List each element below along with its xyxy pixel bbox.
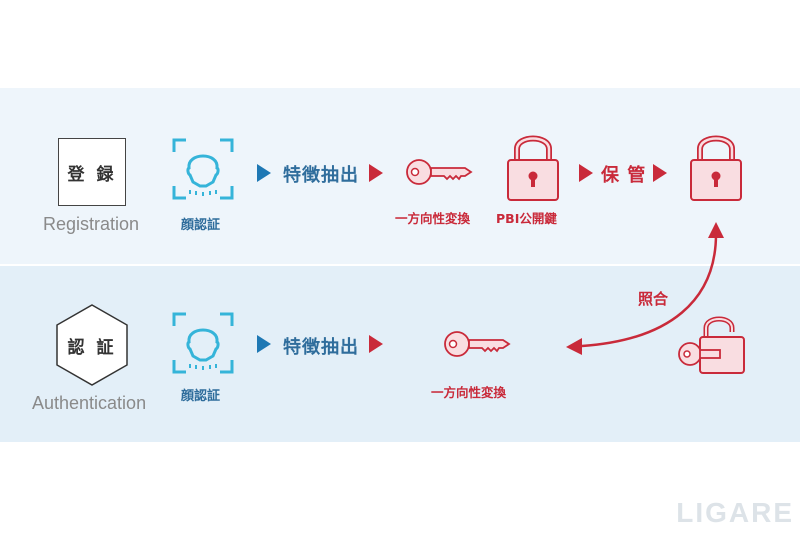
authentication-face-label: 顔認証 <box>181 389 221 404</box>
registration-face-label: 顔認証 <box>181 218 221 233</box>
arrow-right-icon <box>369 335 383 353</box>
registration-lock-label: PBI公開鍵 <box>496 211 557 226</box>
band-separator <box>0 264 800 266</box>
registration-step-store: 保 管 <box>601 165 647 186</box>
match-arrow <box>566 222 724 355</box>
stored-padlock-icon <box>690 135 742 201</box>
authentication-key-label: 一方向性変換 <box>431 385 507 400</box>
arrow-right-icon <box>653 164 667 182</box>
authentication-caption: Authentication <box>32 393 147 413</box>
unlocked-padlock-with-key-icon <box>678 316 745 374</box>
arrow-right-icon <box>579 164 593 182</box>
arrow-right-icon <box>257 164 271 182</box>
authentication-label: 認 証 <box>67 337 117 358</box>
padlock-icon <box>507 135 559 201</box>
registration-caption: Registration <box>43 214 140 234</box>
authentication-band <box>0 266 800 442</box>
key-icon <box>406 159 473 185</box>
arrow-right-icon <box>369 164 383 182</box>
authentication-step-extract: 特徴抽出 <box>283 337 359 358</box>
face-scan-icon <box>172 138 234 200</box>
registration-label-box: 登 録 <box>58 138 126 206</box>
registration-label: 登 録 <box>67 164 117 185</box>
face-scan-icon <box>172 312 234 374</box>
registration-key-label: 一方向性変換 <box>395 211 471 226</box>
match-label: 照合 <box>638 290 669 308</box>
authentication-label-hexagon <box>56 304 128 386</box>
key-icon <box>444 331 511 357</box>
watermark-logo: LIGARE <box>676 497 794 528</box>
authentication-label-box: 認 証 <box>55 304 129 386</box>
arrow-right-icon <box>257 335 271 353</box>
registration-step-extract: 特徴抽出 <box>283 165 359 186</box>
registration-band <box>0 88 800 264</box>
